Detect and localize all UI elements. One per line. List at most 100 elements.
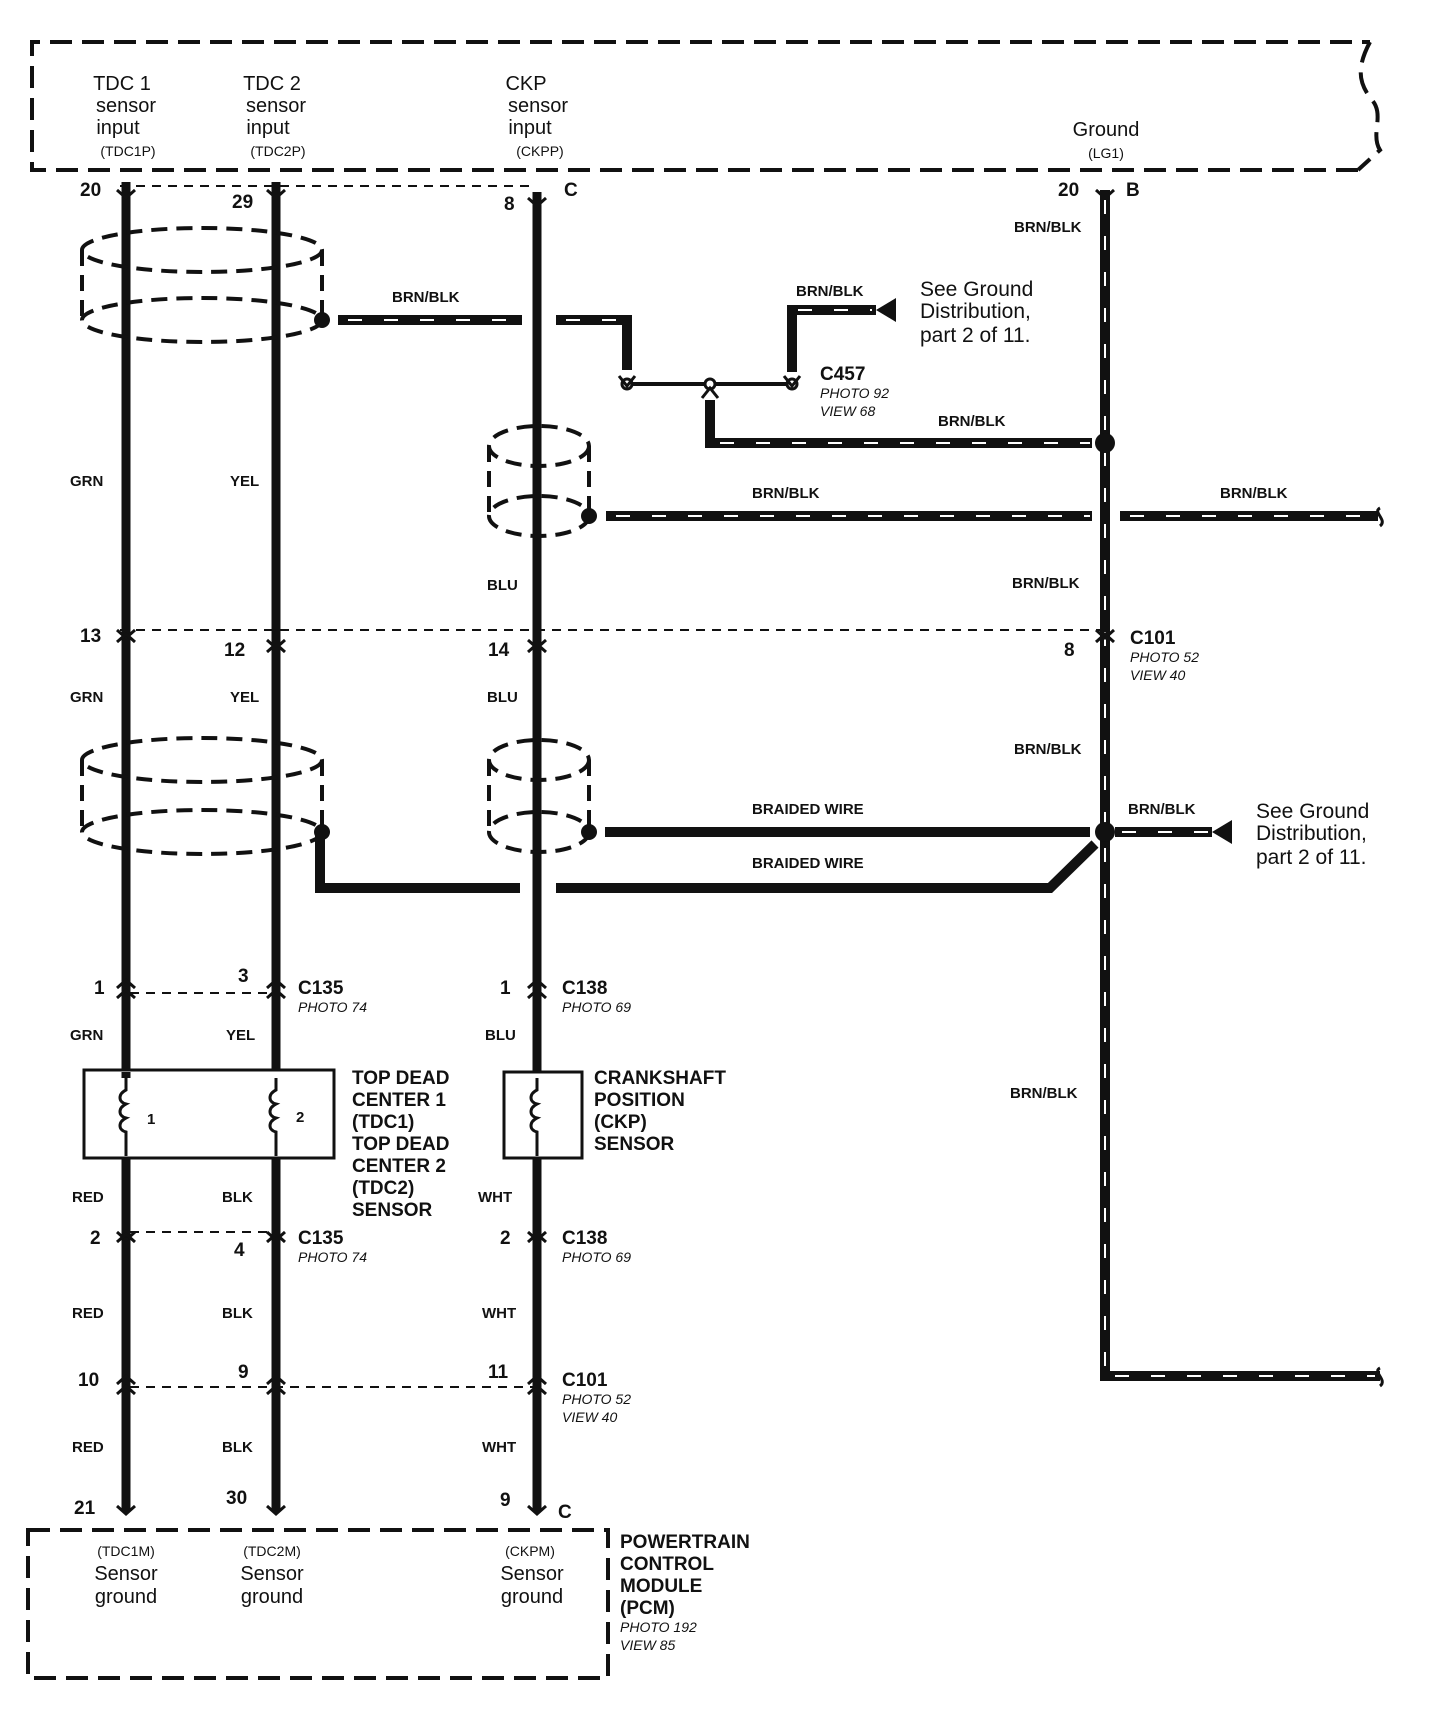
connector-marks — [116, 188, 1115, 1517]
tdc-shield-drain-wire — [338, 315, 632, 370]
svg-text:Distribution,: Distribution, — [1256, 822, 1367, 845]
svg-text:C: C — [564, 180, 578, 201]
svg-text:BRN/BLK: BRN/BLK — [1014, 741, 1082, 758]
svg-text:PHOTO 192: PHOTO 192 — [620, 1619, 697, 1635]
svg-text:Sensor: Sensor — [94, 1563, 158, 1585]
tdc-sensor-label: TOP DEAD CENTER 1 (TDC1) TOP DEAD CENTER… — [352, 1068, 450, 1221]
svg-text:C: C — [558, 1502, 572, 1523]
svg-text:C138: C138 — [562, 978, 607, 999]
svg-text:BRN/BLK: BRN/BLK — [938, 413, 1006, 430]
svg-text:C101: C101 — [562, 1370, 608, 1391]
svg-text:BLU: BLU — [487, 689, 518, 706]
svg-text:PHOTO 74: PHOTO 74 — [298, 1249, 367, 1265]
svg-text:(TDC2P): (TDC2P) — [250, 143, 305, 159]
svg-text:14: 14 — [488, 640, 510, 661]
svg-text:BRN/BLK: BRN/BLK — [1220, 485, 1288, 502]
svg-text:sensor: sensor — [246, 95, 306, 117]
ckp-shield-upper — [487, 424, 597, 538]
svg-text:BRN/BLK: BRN/BLK — [1014, 219, 1082, 236]
braided-wire-lower — [315, 832, 1099, 893]
svg-text:BRN/BLK: BRN/BLK — [796, 283, 864, 300]
c457-connector — [617, 375, 802, 399]
svg-text:9: 9 — [500, 1490, 511, 1511]
pcm-tdc2-input-label: TDC 2 sensor input (TDC2P) — [243, 73, 306, 159]
c457-to-ground-note-wire — [787, 298, 896, 372]
svg-text:sensor: sensor — [508, 95, 568, 117]
svg-text:VIEW 85: VIEW 85 — [620, 1637, 675, 1653]
svg-text:2: 2 — [500, 1228, 511, 1249]
c138-top-label: C138 PHOTO 69 — [562, 978, 631, 1015]
pcm-module-label: POWERTRAIN CONTROL MODULE (PCM) PHOTO 19… — [620, 1532, 750, 1653]
ground-wire — [1100, 190, 1380, 1381]
svg-text:GRN: GRN — [70, 1027, 103, 1044]
svg-text:MODULE: MODULE — [620, 1576, 702, 1597]
svg-text:(TDC2): (TDC2) — [352, 1178, 414, 1199]
c135-bottom-label: C135 PHOTO 74 — [298, 1228, 367, 1265]
tdc-sensor-box: 1 2 — [82, 1068, 336, 1160]
svg-text:YEL: YEL — [230, 689, 259, 706]
ckp-shield-lower — [487, 738, 597, 854]
svg-text:sensor: sensor — [96, 95, 156, 117]
svg-text:TDC 1: TDC 1 — [93, 73, 151, 95]
pcm-ckp-ground-label: (CKPM) Sensor ground — [500, 1543, 564, 1608]
svg-text:29: 29 — [232, 192, 253, 213]
svg-text:WHT: WHT — [482, 1305, 516, 1322]
c135-top-label: C135 PHOTO 74 — [298, 978, 367, 1015]
svg-text:CKP: CKP — [505, 73, 546, 95]
tdc-shield-upper — [80, 226, 330, 344]
svg-text:part 2 of 11.: part 2 of 11. — [1256, 846, 1367, 869]
ground-distribution-note-2: See Ground Distribution, part 2 of 11. — [1256, 800, 1369, 869]
svg-text:(PCM): (PCM) — [620, 1598, 675, 1619]
pin-numbers: 20 29 8 C 20 B 13 12 14 8 1 3 1 2 4 2 10… — [74, 180, 1140, 1523]
svg-text:VIEW 40: VIEW 40 — [562, 1409, 617, 1425]
tdc-coil-2-label: 2 — [296, 1109, 304, 1126]
svg-text:(CKPM): (CKPM) — [505, 1543, 555, 1559]
svg-text:POSITION: POSITION — [594, 1090, 685, 1111]
svg-text:20: 20 — [1058, 180, 1079, 201]
svg-text:input: input — [508, 117, 552, 139]
svg-text:TOP DEAD: TOP DEAD — [352, 1068, 450, 1089]
svg-text:12: 12 — [224, 640, 245, 661]
svg-text:RED: RED — [72, 1439, 104, 1456]
pcm-tdc1-ground-label: (TDC1M) Sensor ground — [94, 1543, 158, 1608]
svg-text:4: 4 — [234, 1240, 245, 1261]
pcm-ckp-input-label: CKP sensor input (CKPP) — [505, 73, 568, 159]
c457-label: C457 PHOTO 92 VIEW 68 — [820, 364, 889, 419]
svg-text:8: 8 — [1064, 640, 1075, 661]
svg-text:VIEW 40: VIEW 40 — [1130, 667, 1185, 683]
svg-text:(TDC1P): (TDC1P) — [100, 143, 155, 159]
svg-text:30: 30 — [226, 1488, 247, 1509]
svg-text:SENSOR: SENSOR — [352, 1200, 433, 1221]
svg-text:BRAIDED WIRE: BRAIDED WIRE — [752, 855, 864, 872]
svg-text:(CKPP): (CKPP) — [516, 143, 563, 159]
svg-text:(LG1): (LG1) — [1088, 145, 1124, 161]
svg-text:ground: ground — [501, 1586, 563, 1608]
svg-text:2: 2 — [90, 1228, 101, 1249]
svg-text:Distribution,: Distribution, — [920, 300, 1031, 323]
c138-bottom-label: C138 PHOTO 69 — [562, 1228, 631, 1265]
svg-text:BRN/BLK: BRN/BLK — [1010, 1085, 1078, 1102]
c457-to-ground-bus-wire — [705, 400, 1115, 453]
ckp-sensor-label: CRANKSHAFT POSITION (CKP) SENSOR — [594, 1068, 726, 1155]
svg-text:BRN/BLK: BRN/BLK — [752, 485, 820, 502]
svg-text:(CKP): (CKP) — [594, 1112, 647, 1133]
svg-text:8: 8 — [504, 194, 515, 215]
svg-text:CONTROL: CONTROL — [620, 1554, 714, 1575]
svg-text:input: input — [246, 117, 290, 139]
svg-text:C101: C101 — [1130, 628, 1176, 649]
wire-color-labels: GRN YEL BLU GRN YEL BLU GRN YEL BLU RED … — [70, 219, 1288, 1456]
svg-text:PHOTO 52: PHOTO 52 — [562, 1391, 631, 1407]
svg-text:WHT: WHT — [482, 1439, 516, 1456]
pcm-top-box — [30, 40, 1383, 172]
svg-text:9: 9 — [238, 1362, 249, 1383]
svg-text:13: 13 — [80, 626, 101, 647]
svg-text:PHOTO 52: PHOTO 52 — [1130, 649, 1199, 665]
svg-text:(TDC2M): (TDC2M) — [243, 1543, 301, 1559]
svg-text:10: 10 — [78, 1370, 99, 1391]
svg-text:BRN/BLK: BRN/BLK — [1012, 575, 1080, 592]
svg-text:PHOTO 74: PHOTO 74 — [298, 999, 367, 1015]
svg-text:11: 11 — [488, 1362, 509, 1383]
svg-text:BRAIDED WIRE: BRAIDED WIRE — [752, 801, 864, 818]
pcm-tdc2-ground-label: (TDC2M) Sensor ground — [240, 1543, 304, 1608]
